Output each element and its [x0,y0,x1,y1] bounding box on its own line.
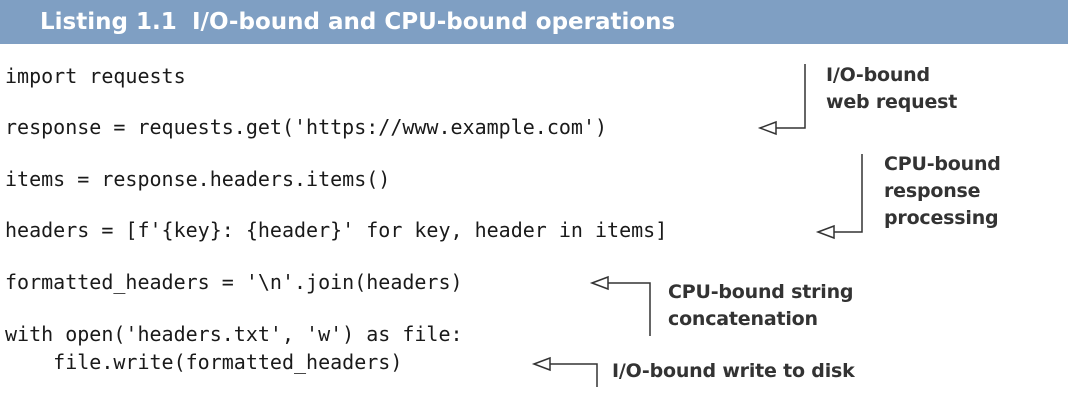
code-line-with-open: with open('headers.txt', 'w') as file: [5,322,463,346]
listing-header: Listing 1.1 I/O-bound and CPU-bound oper… [0,0,1068,44]
code-line-file-write: file.write(formatted_headers) [5,350,403,374]
annotation-io-web-request: I/O-bound web request [826,64,958,113]
annotation-cpu-response-processing: CPU-bound response processing [884,153,1001,229]
callout-arrow-response-processing [834,154,863,233]
arrowhead-write-to-disk [531,356,551,372]
arrowhead-web-request [757,120,777,136]
listing-title: I/O-bound and CPU-bound operations [192,9,676,35]
annotation-cpu-string-concatenation: CPU-bound string concatenation [668,281,854,330]
code-line-response: response = requests.get('https://www.exa… [5,115,608,139]
code-line-import: import requests [5,64,186,88]
annotation-io-write-to-disk: I/O-bound write to disk [612,360,855,382]
arrowhead-response-processing [815,224,835,240]
code-line-items: items = response.headers.items() [5,167,391,191]
listing-number: Listing 1.1 [40,9,177,35]
callout-arrow-string-concatenation [608,282,651,336]
arrowhead-string-concatenation [589,275,609,291]
callout-arrow-web-request [776,64,806,129]
code-line-headers: headers = [f'{key}: {header}' for key, h… [5,218,668,242]
code-line-formatted-headers: formatted_headers = '\n'.join(headers) [5,270,463,294]
callout-arrow-write-to-disk [550,363,598,387]
